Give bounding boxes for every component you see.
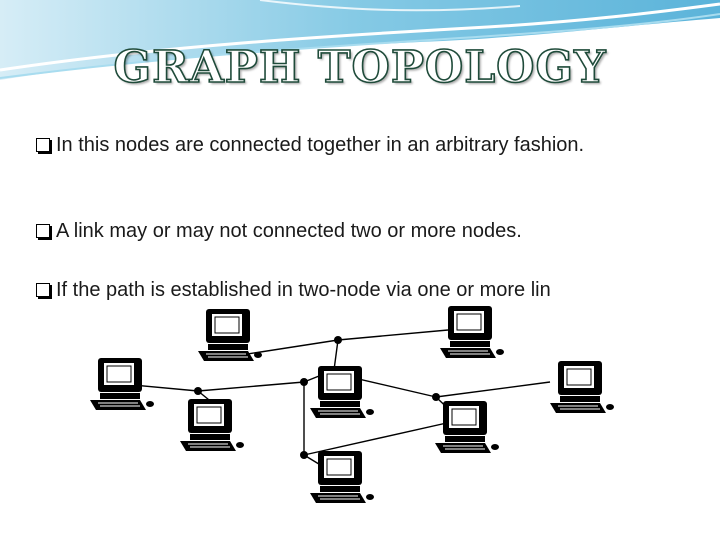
computer-nodes — [90, 306, 614, 503]
desktop-computer-icon — [550, 361, 614, 413]
desktop-computer-icon — [180, 399, 244, 451]
desktop-computer-icon — [90, 358, 154, 410]
bullet-text: In this nodes are connected together in … — [56, 134, 584, 156]
desktop-computer-icon — [310, 451, 374, 503]
desktop-computer-icon — [440, 306, 504, 358]
bullet-item: In this nodes are connected together in … — [36, 133, 656, 158]
graph-topology-diagram — [60, 302, 638, 524]
bullet-text: If the path is established in two-node v… — [56, 279, 551, 301]
bullet-item: A link may or may not connected two or m… — [36, 219, 656, 244]
checkbox-bullet-icon — [36, 283, 50, 297]
bullet-text: A link may or may not connected two or m… — [56, 220, 522, 242]
slide-title: GRAPH TOPOLOGY — [0, 42, 720, 93]
desktop-computer-icon — [310, 366, 374, 418]
bullet-item: If the path is established in two-node v… — [36, 278, 656, 303]
desktop-computer-icon — [435, 401, 499, 453]
checkbox-bullet-icon — [36, 224, 50, 238]
checkbox-bullet-icon — [36, 138, 50, 152]
